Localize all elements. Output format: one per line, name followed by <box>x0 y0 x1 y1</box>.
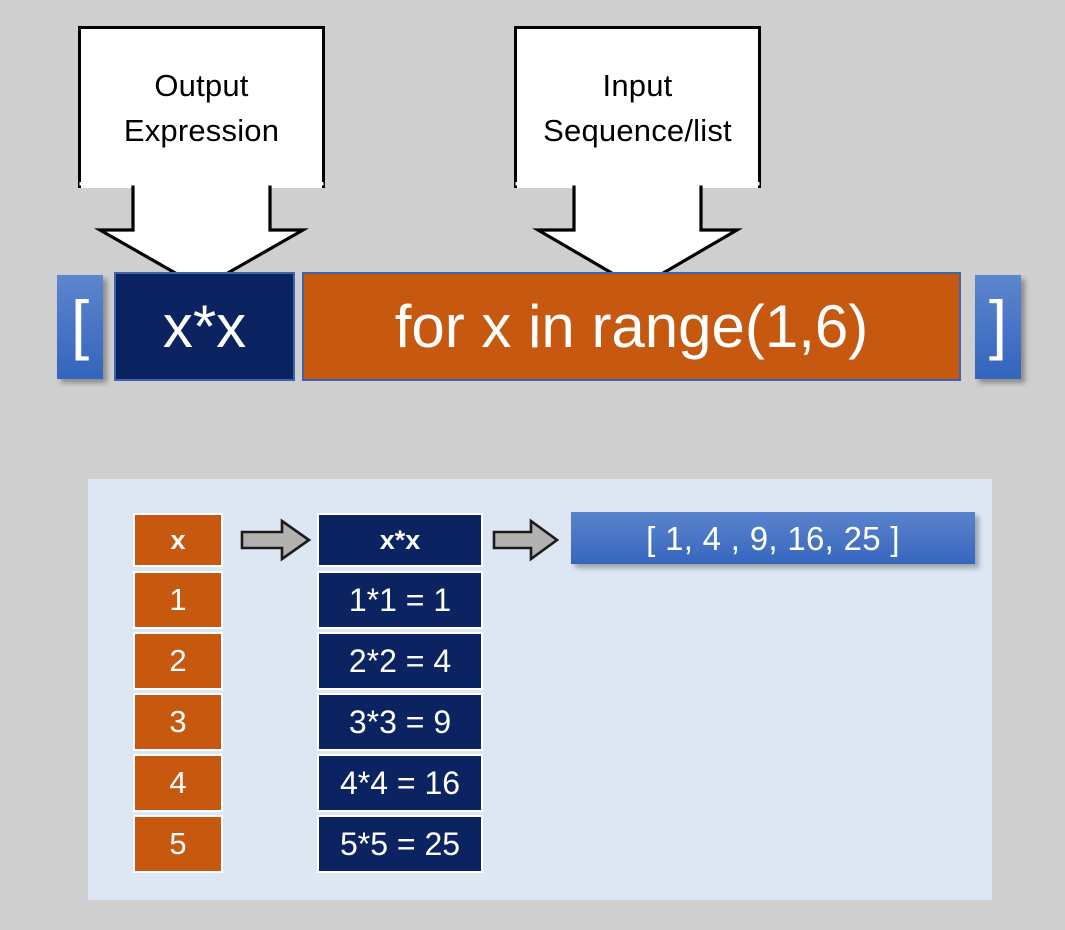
callout-output-expression: Output Expression <box>78 26 325 290</box>
output-cell: 4*4 = 16 <box>317 754 483 812</box>
output-cell-value: 2*2 = 4 <box>348 642 452 679</box>
input-cell-value: 5 <box>169 826 187 861</box>
input-column-header: x <box>133 513 223 567</box>
evaluation-panel: x 1 2 3 4 5 x*x <box>88 479 992 900</box>
output-column-header: x*x <box>317 513 483 567</box>
output-column: x*x 1*1 = 1 2*2 = 4 3*3 = 9 4*4 = 16 5*5… <box>317 513 483 873</box>
callout-input-sequence-box: Input Sequence/list <box>514 26 761 188</box>
open-bracket-glyph: [ <box>70 287 90 361</box>
output-cell-value: 4*4 = 16 <box>339 764 461 801</box>
input-cell: 4 <box>133 754 223 812</box>
callout-input-sequence-label: Input Sequence/list <box>543 67 732 148</box>
output-column-header-label: x*x <box>379 524 421 555</box>
iteration-clause-segment[interactable]: for x in range(1,6) <box>302 272 961 381</box>
result-list-label: [ 1, 4 , 9, 16, 25 ] <box>646 519 900 557</box>
input-cell: 5 <box>133 815 223 873</box>
input-cell-value: 2 <box>169 643 187 678</box>
output-cell-value: 3*3 = 9 <box>348 703 452 740</box>
callout-output-expression-label: Output Expression <box>123 67 280 148</box>
close-bracket-box[interactable]: ] <box>975 275 1021 379</box>
input-column: x 1 2 3 4 5 <box>133 513 223 873</box>
iteration-clause-text: for x in range(1,6) <box>394 292 869 360</box>
input-cell: 2 <box>133 632 223 690</box>
output-cell-value: 5*5 = 25 <box>339 825 461 862</box>
input-column-header-label: x <box>170 524 186 555</box>
input-cell: 1 <box>133 571 223 629</box>
close-bracket-glyph: ] <box>988 287 1008 361</box>
output-cell: 1*1 = 1 <box>317 571 483 629</box>
callout-output-expression-box: Output Expression <box>78 26 325 188</box>
right-arrow-icon <box>492 518 560 562</box>
output-cell: 2*2 = 4 <box>317 632 483 690</box>
output-cell: 3*3 = 9 <box>317 693 483 751</box>
output-cell: 5*5 = 25 <box>317 815 483 873</box>
input-cell-value: 3 <box>169 704 187 739</box>
output-cell-value: 1*1 = 1 <box>348 581 452 618</box>
input-cell-value: 4 <box>169 765 187 800</box>
right-arrow-icon <box>240 518 312 562</box>
input-cell-value: 1 <box>169 582 187 617</box>
input-cell: 3 <box>133 693 223 751</box>
open-bracket-box[interactable]: [ <box>57 275 103 379</box>
result-list-box[interactable]: [ 1, 4 , 9, 16, 25 ] <box>571 512 975 564</box>
output-expression-text: x*x <box>162 292 247 360</box>
output-expression-segment[interactable]: x*x <box>114 272 295 381</box>
